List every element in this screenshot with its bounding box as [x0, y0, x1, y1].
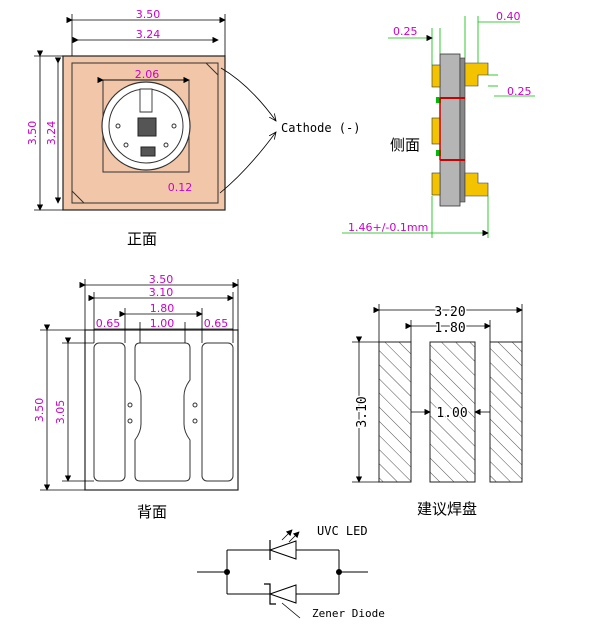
- land-pattern-title: 建议焊盘: [417, 500, 477, 518]
- front-zener-chip: [140, 146, 156, 157]
- side-green-mark-1: [436, 97, 441, 103]
- back-via: [127, 402, 133, 408]
- side-pad-top-left: [431, 64, 441, 88]
- dim-back-left-pad: 0.65: [96, 317, 121, 330]
- side-green-mark-2: [436, 150, 441, 156]
- front-corner-chamfer: [71, 190, 85, 204]
- side-terminal-top: [464, 62, 489, 87]
- front-cathode-notch: [205, 62, 219, 76]
- dim-front-outer-h: 3.50: [26, 121, 39, 146]
- back-via: [192, 402, 198, 408]
- front-via-right-low: [163, 142, 169, 148]
- land-pad-center: [429, 341, 476, 483]
- dim-front-inner-h: 3.24: [45, 121, 58, 146]
- land-pattern: 3.20 1.80 1.00 3.10 建议焊盘: [352, 304, 523, 518]
- front-via-left-low: [123, 142, 129, 148]
- circuit-diagram: UVC LED Zener Diode: [197, 524, 385, 620]
- dim-back-outer-w: 3.50: [149, 273, 174, 286]
- dim-side-right: 0.25: [507, 85, 532, 98]
- dim-side-top-right: 0.40: [496, 10, 521, 23]
- zener-label: Zener Diode: [312, 607, 385, 620]
- zener-diode-symbol: [264, 583, 301, 619]
- led-label: UVC LED: [317, 524, 368, 538]
- dim-front-outer-w: 3.50: [136, 8, 161, 21]
- front-led-chip: [137, 117, 157, 137]
- back-view: 3.50 3.10 1.80 0.65 1.00 0.65 3.50 3.05 …: [33, 273, 239, 521]
- dim-back-center-pad: 1.00: [150, 317, 175, 330]
- dim-land-total-w: 3.20: [434, 305, 465, 320]
- side-view-title: 侧面: [390, 136, 420, 154]
- front-inner-border: [71, 62, 219, 204]
- dim-land-center: 1.00: [436, 406, 467, 421]
- cathode-arrow-bottom: [219, 132, 276, 194]
- dim-front-lens: 2.06: [135, 68, 160, 81]
- side-pad-mid-left: [431, 117, 441, 145]
- land-pad-left: [378, 341, 412, 483]
- dim-land-h: 3.10: [355, 396, 370, 427]
- junction-dot: [336, 569, 342, 575]
- back-view-title: 背面: [137, 503, 167, 521]
- side-back-plate: [459, 57, 466, 203]
- side-pad-bottom-left: [431, 172, 441, 196]
- front-die-lead-top: [139, 88, 153, 113]
- back-via: [192, 418, 198, 424]
- back-pad-right: [201, 342, 234, 482]
- junction-dot: [224, 569, 230, 575]
- back-via: [127, 418, 133, 424]
- dim-front-inner-w: 3.24: [136, 28, 161, 41]
- land-pad-right: [489, 341, 523, 483]
- dim-back-center-span: 1.80: [150, 302, 175, 315]
- dim-land-span: 1.80: [434, 321, 465, 336]
- front-via-left: [115, 123, 121, 129]
- dim-back-pads-w: 3.10: [149, 286, 174, 299]
- back-pad-left: [93, 342, 126, 482]
- dim-side-height: 1.46+/-0.1mm: [348, 221, 428, 234]
- side-terminal-bottom: [464, 172, 489, 197]
- front-view: 3.50 3.24 2.06 3.50 3.24 0.12 Cathode (-…: [26, 8, 360, 248]
- zener-leader: [281, 602, 301, 619]
- side-body: [439, 53, 461, 207]
- cathode-label: Cathode (-): [281, 121, 360, 135]
- side-view: 0.25 0.40 0.25 1.46+/-0.1mm 侧面: [342, 10, 535, 238]
- front-view-title: 正面: [127, 230, 157, 248]
- uvc-led-symbol: [268, 529, 300, 560]
- dim-back-outer-h: 3.50: [33, 398, 46, 423]
- front-via-right: [171, 123, 177, 129]
- back-pad-center: [134, 342, 191, 482]
- cathode-arrow-top: [220, 67, 276, 121]
- dim-back-right-pad: 0.65: [204, 317, 229, 330]
- dim-front-edge: 0.12: [168, 181, 193, 194]
- dim-back-pad-h: 3.05: [54, 400, 67, 425]
- dim-side-left: 0.25: [393, 25, 418, 38]
